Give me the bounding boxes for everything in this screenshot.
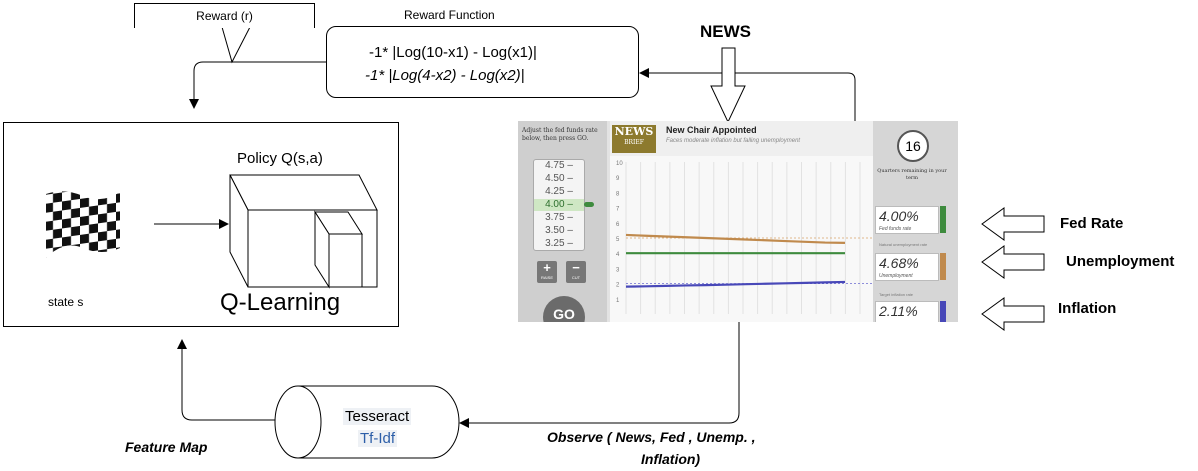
reward-to-agent-arrow <box>189 61 326 109</box>
observe-label-line1: Observe ( News, Fed , Unemp. , <box>547 429 756 445</box>
unemployment-arrow <box>981 245 1045 279</box>
policy-label: Policy Q(s,a) <box>237 150 323 167</box>
fed-rate-card: 4.00% Fed funds rate <box>875 206 939 234</box>
inflation-value: 2.11% <box>879 303 918 319</box>
news-subheadline: Faces moderate inflation but falling une… <box>666 138 801 144</box>
fed-rate-caption: Fed funds rate <box>879 226 912 232</box>
target-inflation-note: Target inflation rate <box>879 292 914 297</box>
policy-cube-graphic <box>229 174 378 289</box>
inflation-arrow <box>981 297 1045 331</box>
news-brief-bar: NEWS BRIEF New Chair Appointed Faces mod… <box>610 121 873 156</box>
reward-function-title: Reward Function <box>404 8 495 22</box>
dial-value-selected: 4.00 – <box>545 199 573 210</box>
quarters-remaining-badge: 16 <box>897 130 929 162</box>
y-tick-label: 10 <box>616 161 623 167</box>
reward-label: Reward (r) <box>196 9 253 23</box>
inflation-card: 2.11% <box>875 301 939 322</box>
unemployment-card: 4.68% Unemployment <box>875 253 939 281</box>
news-brief-logo: NEWS BRIEF <box>612 125 656 153</box>
reward-callout: Reward (r) <box>134 3 315 28</box>
dial-pointer-icon <box>584 202 594 207</box>
dial-value: 4.50 – <box>545 173 573 184</box>
unemployment-swatch <box>940 253 946 280</box>
y-tick-label: 5 <box>616 237 620 243</box>
fed-rate-arrow <box>981 207 1045 241</box>
news-headline: New Chair Appointed <box>666 125 757 135</box>
rate-dial[interactable]: 4.75 – 4.50 – 4.25 – 4.00 – 3.75 – 3.50 … <box>533 159 585 251</box>
rate-control-panel: Adjust the fed funds rate below, then pr… <box>518 121 607 322</box>
dial-value: 4.75 – <box>545 160 573 171</box>
y-tick-label: 1 <box>616 298 620 304</box>
reward-callout-tail <box>221 26 251 64</box>
tfidf-label: Tf-Idf <box>358 430 398 447</box>
news-down-arrow <box>710 47 746 124</box>
reward-formula-2: -1* |Log(4-x2) - Log(x2)| <box>365 67 525 84</box>
feature-map-label: Feature Map <box>125 439 208 455</box>
y-tick-label: 4 <box>616 252 620 258</box>
inflation-label: Inflation <box>1058 300 1117 317</box>
y-tick-label: 3 <box>616 267 620 273</box>
fed-rate-swatch <box>940 206 946 233</box>
rate-dial-selection <box>534 199 584 211</box>
unemployment-value: 4.68% <box>879 255 919 271</box>
series-line-unemployment <box>625 233 846 244</box>
tesseract-to-agent-arrow <box>177 339 275 421</box>
sim-to-reward-arrow <box>639 68 856 121</box>
economy-chart: 1 2 3 4 5 6 7 8 9 10 <box>610 156 873 322</box>
cut-button[interactable]: −CUT <box>566 261 586 283</box>
fed-rate-value: 4.00% <box>879 208 919 224</box>
reward-formula-1: -1* |Log(10-x1) - Log(x1)| <box>369 44 537 61</box>
fed-rate-label: Fed Rate <box>1060 215 1124 232</box>
unemployment-label: Unemployment <box>1066 253 1175 270</box>
tesseract-label: Tesseract <box>343 408 412 425</box>
inflation-swatch <box>940 301 946 322</box>
dial-value: 3.50 – <box>545 225 573 236</box>
status-panel: 16 Quarters remaining in your term 4.00%… <box>873 121 958 322</box>
go-button[interactable]: GO <box>543 296 585 322</box>
y-tick-label: 6 <box>616 222 620 228</box>
news-label: NEWS <box>700 22 751 41</box>
fed-chair-simulator: Adjust the fed funds rate below, then pr… <box>518 121 958 322</box>
unemployment-caption: Unemployment <box>879 273 913 279</box>
q-learning-label: Q-Learning <box>220 289 341 316</box>
quarters-caption: Quarters remaining in your term <box>877 168 947 181</box>
y-tick-label: 8 <box>616 191 620 197</box>
y-tick-label: 7 <box>616 207 620 213</box>
dial-value: 3.75 – <box>545 212 573 223</box>
economy-line-chart: 1 2 3 4 5 6 7 8 9 10 <box>616 161 873 314</box>
dial-value: 4.25 – <box>545 186 573 197</box>
dial-value: 3.25 – <box>545 238 573 249</box>
y-tick-label: 9 <box>616 176 620 182</box>
series-line-inflation <box>625 280 846 288</box>
q-learning-box <box>3 122 399 327</box>
sim-to-tesseract-arrow <box>459 322 740 428</box>
natural-unemployment-note: Natural unemployment rate <box>879 242 928 247</box>
instructions-text: Adjust the fed funds rate below, then pr… <box>522 127 598 142</box>
checkered-flag-icon <box>46 191 120 258</box>
observe-label-line2: Inflation) <box>641 451 701 467</box>
raise-button[interactable]: +RAISE <box>537 261 557 283</box>
y-tick-label: 2 <box>616 283 620 289</box>
state-label: state s <box>48 295 84 309</box>
reward-function-box: -1* |Log(10-x1) - Log(x1)| -1* |Log(4-x2… <box>326 26 639 98</box>
